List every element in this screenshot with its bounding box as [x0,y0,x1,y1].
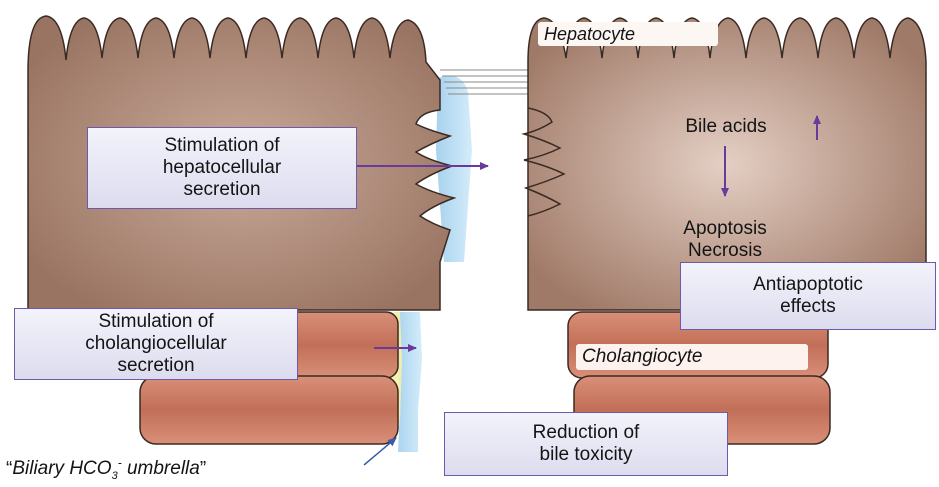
antiapoptotic-box-line2: effects [780,296,836,318]
hepatocyte-label: Hepatocyte [538,22,718,46]
bile-acids-label: Bile acids [636,116,816,138]
cholangiocellular-box-line3: secretion [117,355,194,377]
left-cholangiocyte-lower [140,376,398,444]
cholangiocellular-box-line1: Stimulation of [98,311,213,333]
antiapoptotic-effects-box: Antiapoptotic effects [680,262,936,330]
umbrella-word: umbrella [122,458,200,479]
cholangiocellular-secretion-box: Stimulation of cholangiocellular secreti… [14,308,298,380]
reduction-bile-toxicity-box: Reduction of bile toxicity [444,412,728,476]
biliary-umbrella-caption: “Biliary HCO3- umbrella” [6,452,376,487]
umbrella-close-quote: ” [200,458,206,479]
hepatocellular-box-line3: secretion [183,179,260,201]
hepatocellular-box-line1: Stimulation of [164,135,279,157]
hepatocellular-box-line2: hepatocellular [163,157,281,179]
antiapoptotic-box-line1: Antiapoptotic [753,274,863,296]
reduction-box-line1: Reduction of [533,422,640,444]
umbrella-hco-text: Biliary HCO [12,458,111,479]
hepatocellular-secretion-box: Stimulation of hepatocellular secretion [87,127,357,209]
umbrella-subscript: 3 [112,470,118,482]
apoptosis-label: Apoptosis [640,218,810,240]
reduction-box-line2: bile toxicity [540,444,633,466]
cholangiocyte-label: Cholangiocyte [576,344,808,370]
necrosis-label: Necrosis [640,240,810,262]
cholangiocellular-box-line2: cholangiocellular [85,333,227,355]
